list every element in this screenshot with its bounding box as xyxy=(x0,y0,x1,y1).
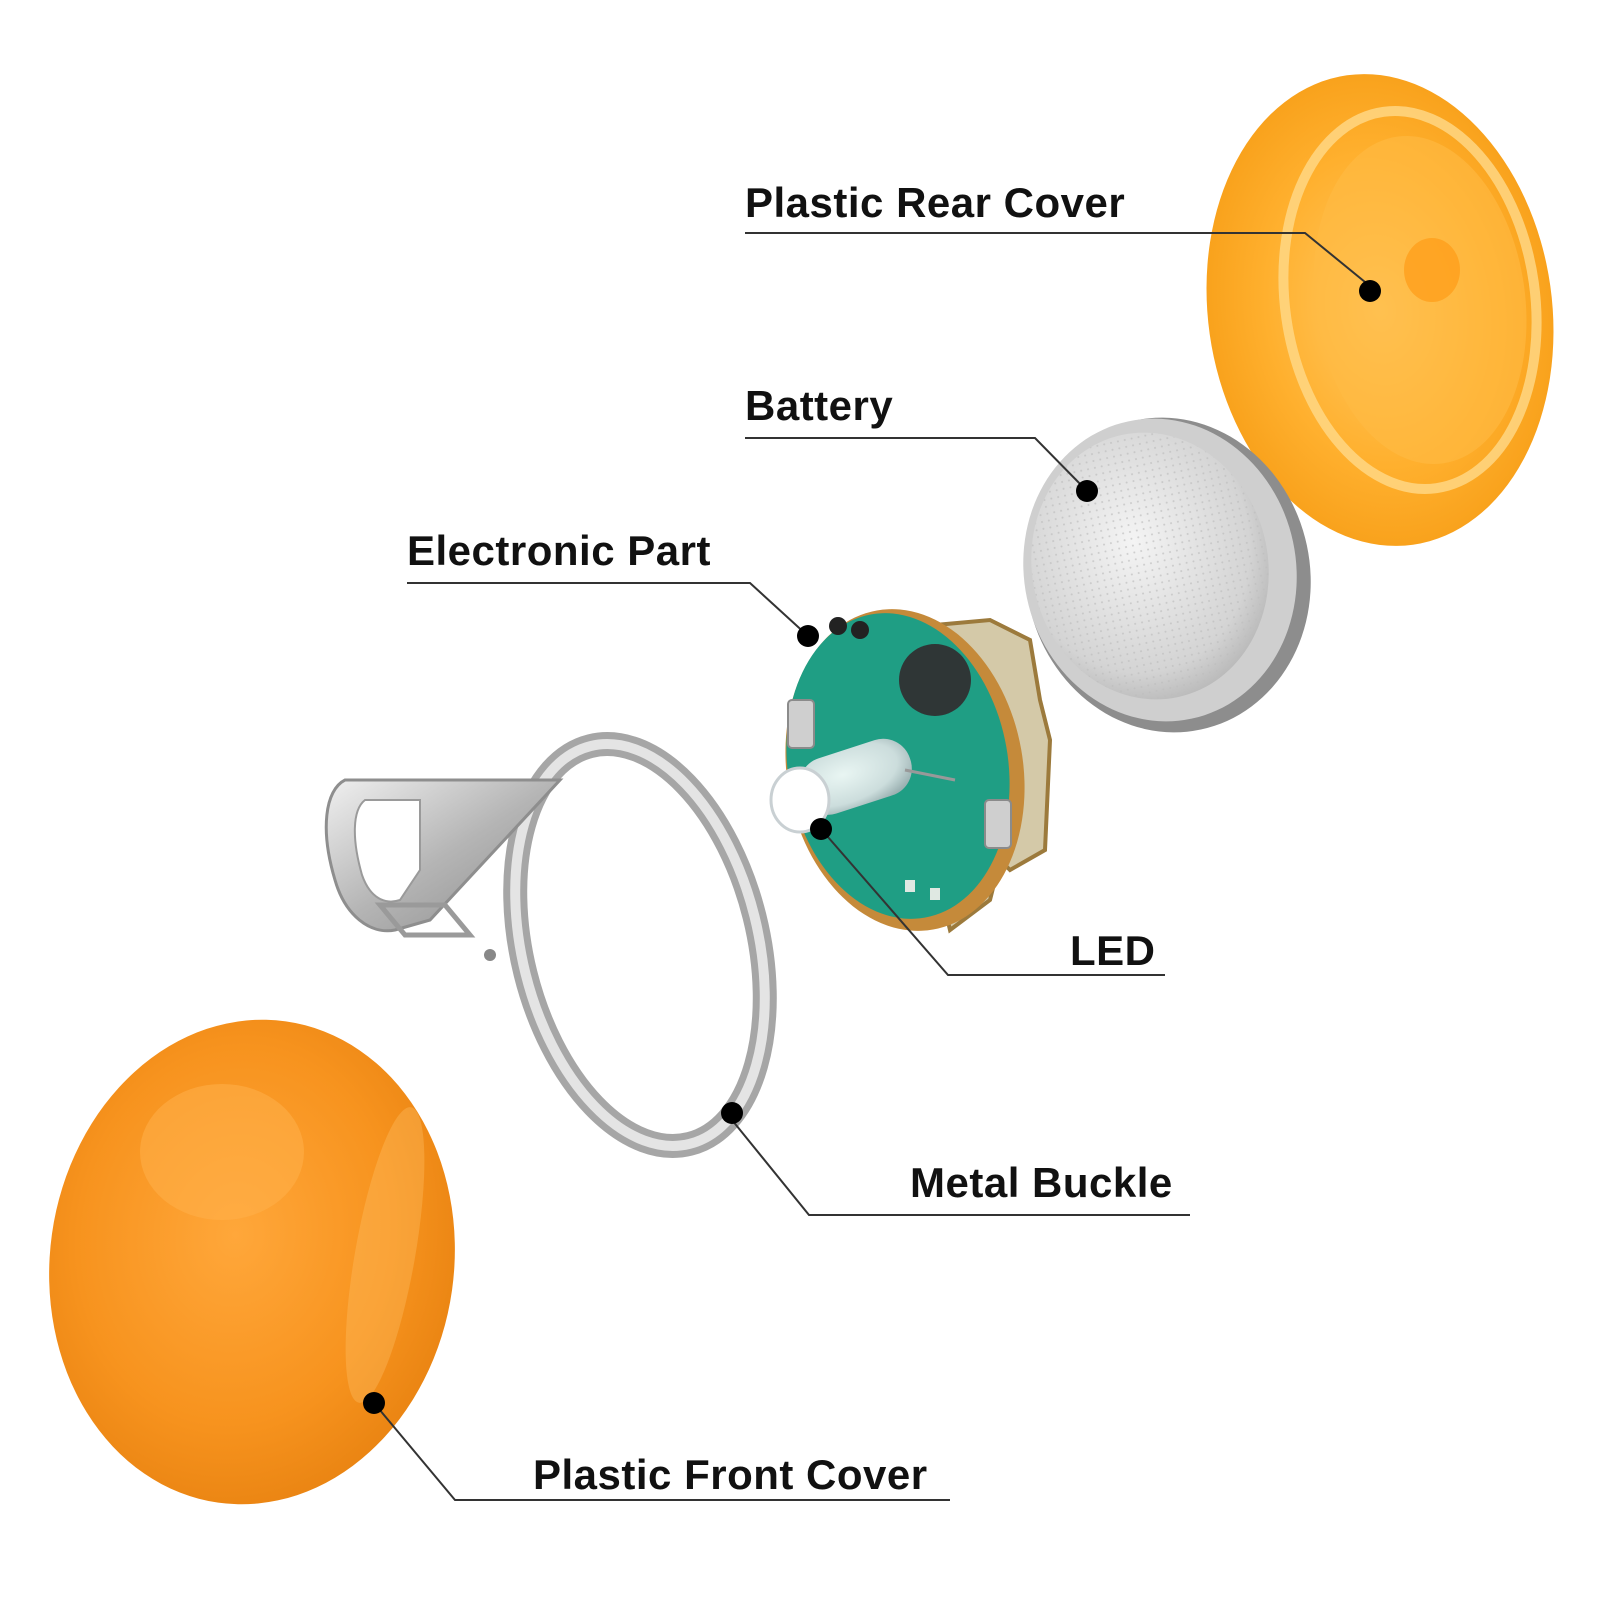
leader-line-battery xyxy=(745,437,1088,492)
leader-line-led xyxy=(820,828,1165,976)
metal-buckle xyxy=(324,732,777,1158)
led xyxy=(769,738,956,834)
leader-line-front xyxy=(373,1402,950,1501)
marker-dot-led xyxy=(810,818,832,840)
marker-dot-electronic xyxy=(797,625,819,647)
leader-line-buckle xyxy=(731,1119,1190,1216)
leader-line-rear xyxy=(745,232,1377,292)
marker-dots xyxy=(363,280,1381,1414)
label-metal-buckle: Metal Buckle xyxy=(910,1159,1173,1206)
marker-dot-buckle xyxy=(721,1102,743,1124)
leader-line-electronic xyxy=(407,582,809,637)
label-battery: Battery xyxy=(745,382,894,429)
plastic-front-cover xyxy=(49,1019,455,1505)
label-plastic-rear-cover: Plastic Rear Cover xyxy=(745,179,1126,226)
marker-dot-rear xyxy=(1359,280,1381,302)
label-led: LED xyxy=(1070,927,1156,974)
label-electronic-part: Electronic Part xyxy=(407,527,711,574)
leader-lines xyxy=(373,232,1377,1501)
label-plastic-front-cover: Plastic Front Cover xyxy=(533,1451,928,1498)
plastic-rear-cover xyxy=(1206,74,1554,546)
marker-dot-battery xyxy=(1076,480,1098,502)
marker-dot-front xyxy=(363,1392,385,1414)
